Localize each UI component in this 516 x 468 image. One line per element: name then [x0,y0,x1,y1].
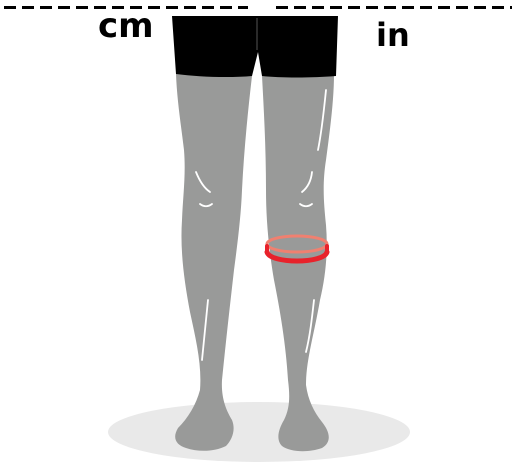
unit-label-cm: cm [98,6,154,46]
shorts [172,16,338,78]
unit-label-in: in [376,16,410,54]
floor-shadow [108,402,410,462]
left-leg [175,74,252,451]
